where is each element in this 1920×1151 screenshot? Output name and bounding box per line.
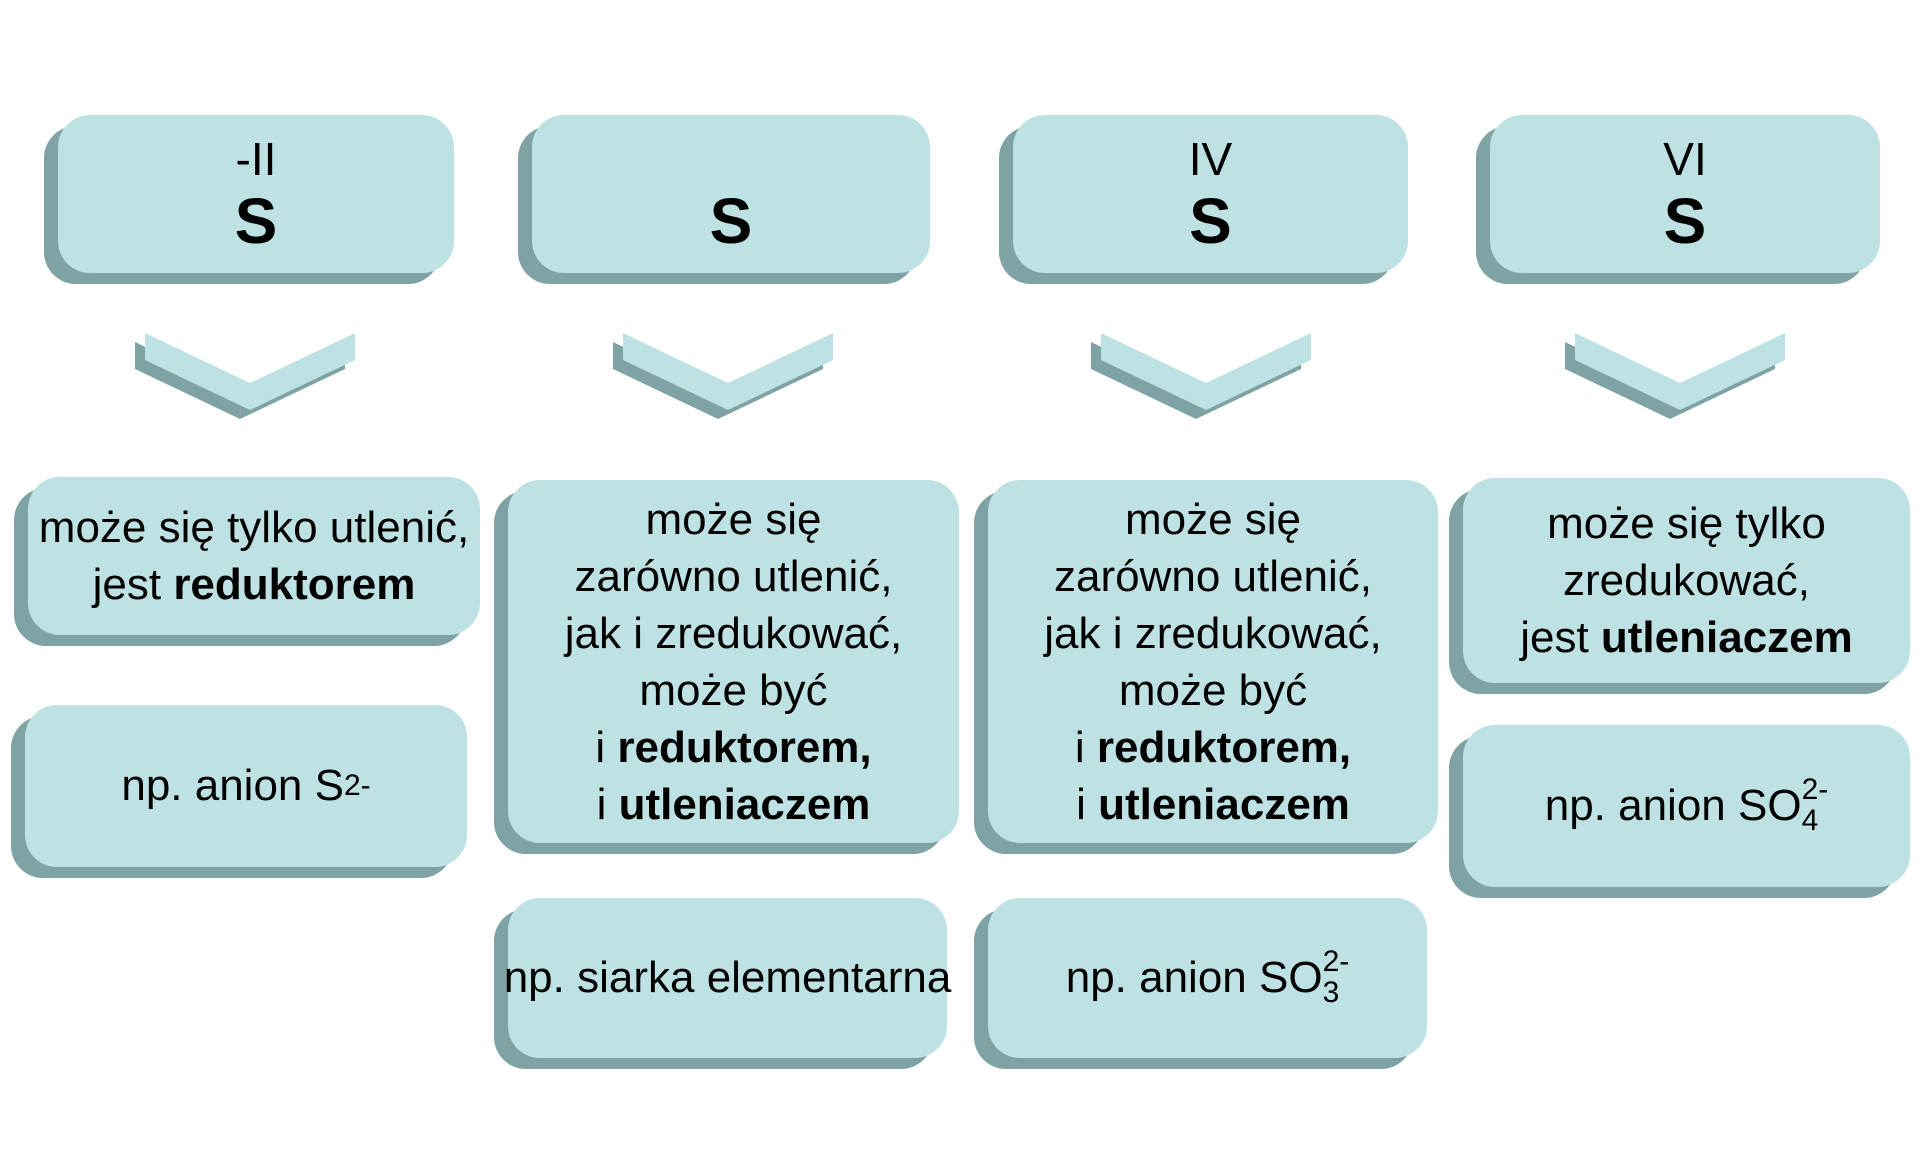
down-chevron-icon — [609, 333, 833, 423]
oxidation-state-box: VI S — [1490, 115, 1880, 273]
down-chevron-icon — [1561, 333, 1785, 423]
oxidation-number: VI — [1663, 133, 1707, 185]
element-symbol: S — [1189, 185, 1232, 257]
oxidation-number: -II — [235, 133, 277, 185]
down-chevron-icon — [1087, 333, 1311, 423]
oxidation-state-box: -II S — [58, 115, 454, 273]
oxidation-state-box: S — [532, 115, 930, 273]
down-chevron-icon — [131, 333, 355, 423]
example-box: np. siarka elementarna — [504, 898, 951, 1058]
element-symbol: S — [234, 185, 278, 257]
oxidation-number: IV — [1188, 133, 1233, 185]
element-symbol: S — [709, 185, 753, 257]
oxidation-state-box: IV S — [1013, 115, 1408, 273]
element-symbol: S — [1663, 185, 1707, 257]
description-box: może się tylko utlenić,jest reduktorem — [28, 477, 480, 635]
